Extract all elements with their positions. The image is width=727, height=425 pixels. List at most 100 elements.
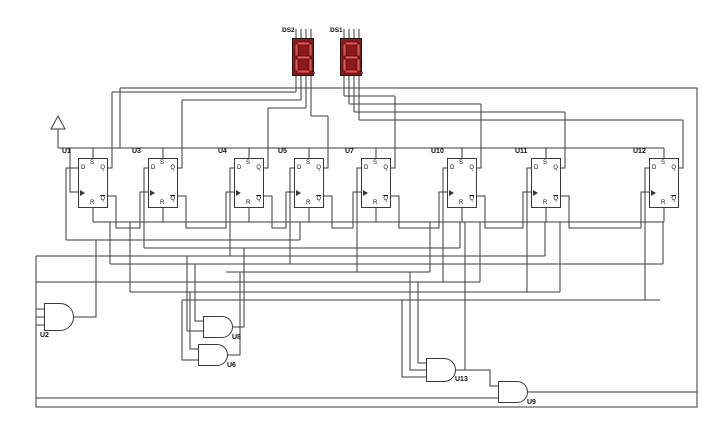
wire[interactable] <box>391 191 447 229</box>
and-gate-u6[interactable]: U6 <box>198 344 236 369</box>
wire[interactable] <box>194 264 203 322</box>
wire[interactable] <box>264 108 269 169</box>
and-gate-u13[interactable]: U13 <box>426 358 468 383</box>
wire[interactable] <box>189 292 198 350</box>
pin-label-s: S <box>160 160 165 166</box>
pin-label-qbar: Q <box>100 196 105 202</box>
pin-label-q: Q <box>100 165 105 171</box>
and-gate-body <box>426 358 456 382</box>
and-gate-u8[interactable]: U8 <box>203 316 241 341</box>
pin-label-r: R <box>373 200 378 206</box>
wire[interactable] <box>108 191 148 229</box>
pin-label-d: D <box>652 165 657 171</box>
pin-label-s: S <box>306 160 311 166</box>
pin-label-qbar: Q <box>671 196 676 202</box>
wire[interactable] <box>181 300 198 361</box>
display-ds2[interactable]: DS2 <box>282 27 315 76</box>
wire[interactable] <box>108 92 113 169</box>
wire[interactable] <box>417 282 426 364</box>
flipflop-body: D S Q R Q <box>78 158 108 208</box>
pin-label-s: S <box>90 160 95 166</box>
wire[interactable] <box>561 112 566 169</box>
clock-triangle-icon <box>363 190 368 196</box>
and-gate-body <box>198 344 228 366</box>
component-ref: U9 <box>527 399 536 406</box>
clock-triangle-icon <box>80 190 85 196</box>
flipflop-u5[interactable]: U5 D S Q R Q <box>278 148 324 208</box>
wire[interactable] <box>356 167 361 272</box>
pin-label-qbar: Q <box>553 196 558 202</box>
wire[interactable] <box>477 104 482 169</box>
component-ref: U13 <box>455 376 468 383</box>
pin-label-qbar: Q <box>383 196 388 202</box>
and-gate-u9[interactable]: U9 <box>498 381 536 406</box>
flipflop-body: D S Q R Q <box>447 158 477 208</box>
wire[interactable] <box>465 369 498 387</box>
flipflop-body: D S Q R Q <box>234 158 264 208</box>
wire[interactable] <box>442 167 447 282</box>
pin-label-r: R <box>160 200 165 206</box>
pin-label-r: R <box>459 200 464 206</box>
flipflop-u7[interactable]: U7 D S Q R Q <box>345 148 391 208</box>
pin-label-d: D <box>450 165 455 171</box>
wire[interactable] <box>229 167 234 256</box>
pin-label-q: Q <box>316 165 321 171</box>
wire[interactable] <box>477 191 531 229</box>
wire[interactable] <box>526 167 531 292</box>
display-ref: DS1 <box>330 27 343 34</box>
wire[interactable] <box>233 248 245 328</box>
wire[interactable] <box>324 191 361 229</box>
flipflop-u12[interactable]: U12 D S Q R Q <box>633 148 679 208</box>
component-ref: U7 <box>345 148 354 155</box>
wire[interactable] <box>561 191 649 229</box>
display-ds1[interactable]: DS1 <box>330 27 363 76</box>
and-gate-u2[interactable]: U2 <box>40 303 74 339</box>
wire[interactable] <box>324 116 329 169</box>
pin-label-r: R <box>90 200 95 206</box>
flipflop-u3[interactable]: U3 D S Q R Q <box>132 148 178 208</box>
pin-label-q: Q <box>671 165 676 171</box>
wire[interactable] <box>143 167 148 248</box>
wire[interactable] <box>74 240 97 318</box>
flipflop-u1[interactable]: U1 D S Q R Q <box>62 148 108 208</box>
pin-label-d: D <box>297 165 302 171</box>
and-gate-body <box>203 316 233 338</box>
wire[interactable] <box>679 120 684 169</box>
wire[interactable] <box>186 256 203 332</box>
pin-label-d: D <box>534 165 539 171</box>
pin-label-d: D <box>364 165 369 171</box>
flipflop-u4[interactable]: U4 D S Q R Q <box>218 148 264 208</box>
pin-label-q: Q <box>170 165 175 171</box>
pin-label-q: Q <box>383 165 388 171</box>
wire[interactable] <box>69 148 78 193</box>
clock-triangle-icon <box>533 190 538 196</box>
pin-label-s: S <box>661 160 666 166</box>
component-ref: U3 <box>132 148 141 155</box>
component-ref: U11 <box>515 148 528 155</box>
wire[interactable] <box>65 167 78 240</box>
wire[interactable] <box>401 300 426 378</box>
pin-label-d: D <box>151 165 156 171</box>
wire[interactable] <box>35 87 698 408</box>
wire[interactable] <box>228 272 241 356</box>
pin-label-r: R <box>661 200 666 206</box>
clock-triangle-icon <box>449 190 454 196</box>
wire[interactable] <box>178 100 183 169</box>
wire[interactable] <box>409 272 426 371</box>
flipflop-body: D S Q R Q <box>649 158 679 208</box>
wire[interactable] <box>644 167 649 300</box>
pin-label-r: R <box>543 200 548 206</box>
component-ref: U10 <box>431 148 444 155</box>
wire[interactable] <box>178 191 234 229</box>
wire[interactable] <box>391 96 396 169</box>
wire[interactable] <box>264 191 294 229</box>
pin-label-d: D <box>237 165 242 171</box>
input-arrow-icon[interactable] <box>50 114 66 130</box>
pin-label-d: D <box>81 165 86 171</box>
wire[interactable] <box>289 167 294 264</box>
component-ref: U5 <box>278 148 287 155</box>
flipflop-u11[interactable]: U11 D S Q R Q <box>515 148 561 208</box>
pin-label-q: Q <box>256 165 261 171</box>
flipflop-u10[interactable]: U10 D S Q R Q <box>431 148 477 208</box>
